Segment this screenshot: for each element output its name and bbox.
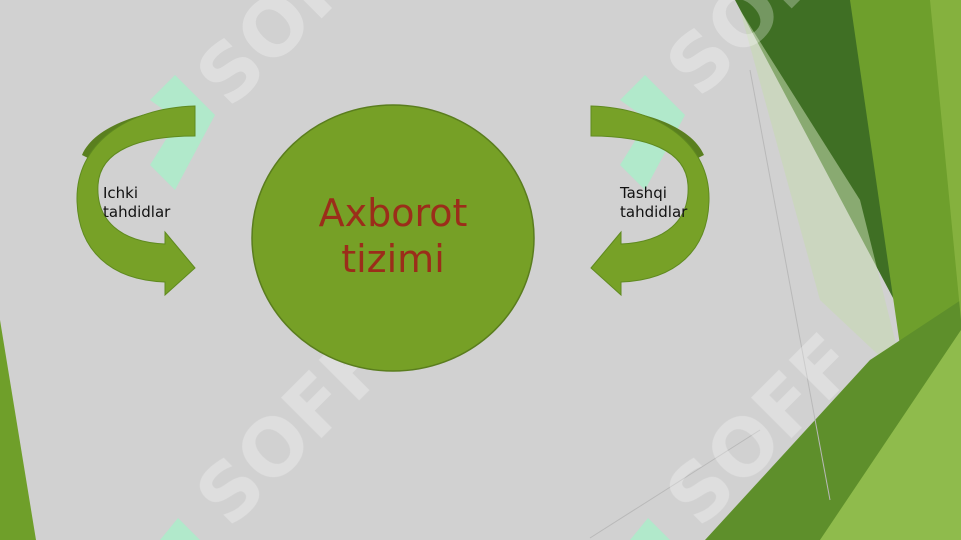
- external-threats-label: Tashqi tahdidlar: [620, 184, 687, 222]
- deco-shape-right-edge: [930, 0, 961, 320]
- internal-threats-line2: tahdidlar: [103, 203, 171, 221]
- deco-shape-bottom-light: [820, 330, 961, 540]
- deco-left-strip: [0, 320, 36, 540]
- external-threats-line2: tahdidlar: [620, 203, 688, 221]
- external-threats-line1: Tashqi: [620, 184, 667, 202]
- left-arrow-body: [76, 105, 196, 297]
- left-curved-arrow: [76, 105, 196, 297]
- watermark-logo-mark: [630, 518, 670, 540]
- center-label-line1: Axborot: [318, 191, 468, 235]
- deco-shape-mid-top: [850, 0, 961, 380]
- center-label-line2: tizimi: [341, 237, 445, 281]
- internal-threats-label: Ichki tahdidlar: [103, 184, 170, 222]
- deco-thin-line-2: [589, 429, 761, 539]
- internal-threats-line1: Ichki: [103, 184, 139, 202]
- watermark-logo-mark: [160, 518, 200, 540]
- deco-thin-line: [749, 69, 831, 501]
- right-arrow-body: [590, 105, 710, 297]
- decorative-green-shapes: [589, 0, 961, 540]
- right-curved-arrow: [590, 105, 710, 297]
- deco-shape-translucent: [740, 10, 905, 380]
- information-system-label: Axborot tizimi: [252, 190, 534, 282]
- information-system-circle: [251, 104, 535, 372]
